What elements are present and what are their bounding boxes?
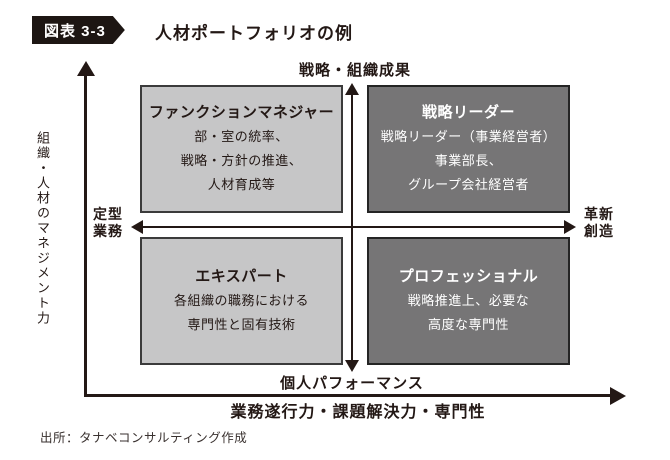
quadrant-line: 人材育成等 (207, 177, 276, 192)
figure-number-badge: 図表 3-3 (32, 16, 125, 44)
quadrant-line: 戦略・方針の推進、 (180, 153, 303, 168)
quadrant-line: 戦略推進上、必要な (407, 293, 530, 308)
right-axis-label-line1: 革新 (584, 206, 614, 222)
quadrant-expert: エキスパート 各組織の職務における 専門性と固有技術 (140, 237, 343, 365)
center-arrow-left-icon (131, 220, 143, 234)
center-horizontal-arrow-line (143, 226, 569, 228)
quadrant-professional: プロフェッショナル 戦略推進上、必要な 高度な専門性 (367, 237, 570, 365)
figure-number-label: 図表 3-3 (44, 22, 106, 40)
left-axis-label-line1: 定型 (93, 206, 123, 222)
quadrant-line: 事業部長、 (434, 153, 503, 168)
left-axis-label-line2: 業務 (93, 223, 123, 239)
quadrant-line: 各組織の職務における (173, 293, 309, 308)
x-axis-line (84, 394, 612, 397)
quadrant-title: プロフェッショナル (398, 268, 539, 285)
top-axis-label: 戦略・組織成果 (298, 62, 412, 79)
quadrant-line: 専門性と固有技術 (187, 317, 296, 332)
figure-title: 人材ポートフォリオの例 (155, 24, 353, 43)
right-axis-label: 革新 創造 (584, 206, 614, 240)
x-axis-arrowhead-icon (610, 387, 626, 405)
quadrant-line: 戦略リーダー（事業経営者） (380, 129, 557, 144)
quadrant-title: エキスパート (195, 268, 288, 285)
quadrant-line: 部・室の統率、 (194, 129, 289, 144)
left-axis-label: 定型 業務 (93, 206, 123, 240)
y-axis-arrowhead-icon (77, 61, 95, 76)
x-axis-label: 業務遂行力・課題解決力・専門性 (230, 404, 486, 421)
quadrant-function-manager: ファンクションマネジャー 部・室の統率、 戦略・方針の推進、 人材育成等 (140, 85, 343, 213)
bottom-inner-axis-label: 個人パフォーマンス (280, 375, 424, 392)
quadrant-line: 高度な専門性 (427, 317, 509, 332)
quadrant-title: 戦略リーダー (421, 104, 515, 121)
quadrant-line: グループ会社経営者 (408, 177, 529, 192)
source-note: 出所：タナベコンサルティング作成 (40, 431, 248, 445)
center-arrow-right-icon (564, 220, 576, 234)
y-axis-line (84, 74, 87, 396)
y-axis-label: 組織・人材のマネジメント力 (35, 130, 50, 326)
center-arrow-up-icon (345, 83, 359, 95)
right-axis-label-line2: 創造 (584, 223, 614, 239)
quadrant-strategy-leader: 戦略リーダー 戦略リーダー（事業経営者） 事業部長、 グループ会社経営者 (367, 85, 570, 213)
quadrant-title: ファンクションマネジャー (148, 104, 335, 121)
center-arrow-down-icon (345, 360, 359, 372)
